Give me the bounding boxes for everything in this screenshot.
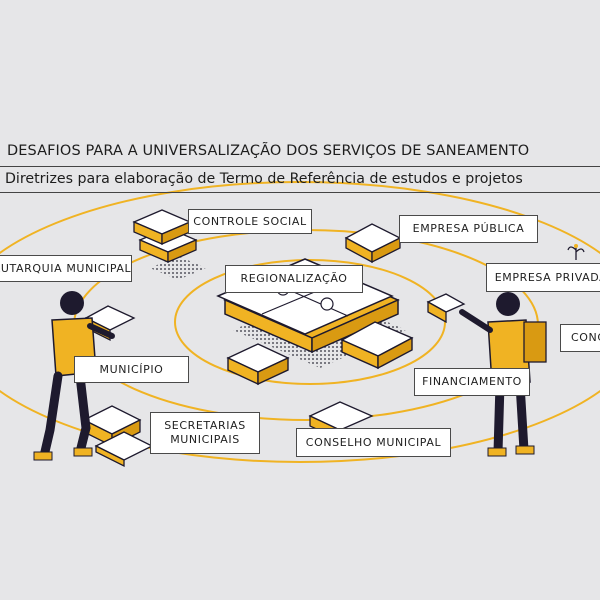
- label-regionalizacao: REGIONALIZAÇÃO: [225, 265, 363, 293]
- label-empresa-privada: EMPRESA PRIVADA: [486, 263, 600, 292]
- subtitle-divider: [0, 192, 600, 193]
- puzzle-piece-held-right: [426, 293, 466, 324]
- puzzle-piece-top-right: [344, 223, 402, 264]
- label-conselho-municipal: CONSELHO MUNICIPAL: [296, 428, 451, 457]
- page-title: DESAFIOS PARA A UNIVERSALIZAÇÃO DOS SERV…: [7, 143, 530, 159]
- page-subtitle: Diretrizes para elaboração de Termo de R…: [5, 171, 523, 187]
- label-autarquia-municipal: AUTARQUIA MUNICIPAL: [0, 255, 132, 282]
- stacked-pieces-top-left: [132, 209, 206, 280]
- title-bar: DESAFIOS PARA A UNIVERSALIZAÇÃO DOS SERV…: [0, 140, 600, 167]
- stacked-pieces-bottom-left: [82, 405, 154, 468]
- label-secretarias-municipais: SECRETARIAS MUNICIPAIS: [150, 412, 260, 454]
- outer-orbit: [0, 181, 600, 463]
- label-municipio: MUNICÍPIO: [74, 356, 189, 383]
- label-secretarias-line2: MUNICIPAIS: [170, 433, 240, 446]
- label-financiamento: FINANCIAMENTO: [414, 368, 530, 396]
- label-concessao-partial: CONC: [560, 324, 600, 352]
- plant-icon: [567, 244, 585, 260]
- label-controle-social: CONTROLE SOCIAL: [188, 209, 312, 234]
- label-empresa-publica: EMPRESA PÚBLICA: [399, 215, 538, 243]
- label-secretarias-line1: SECRETARIAS: [164, 419, 246, 433]
